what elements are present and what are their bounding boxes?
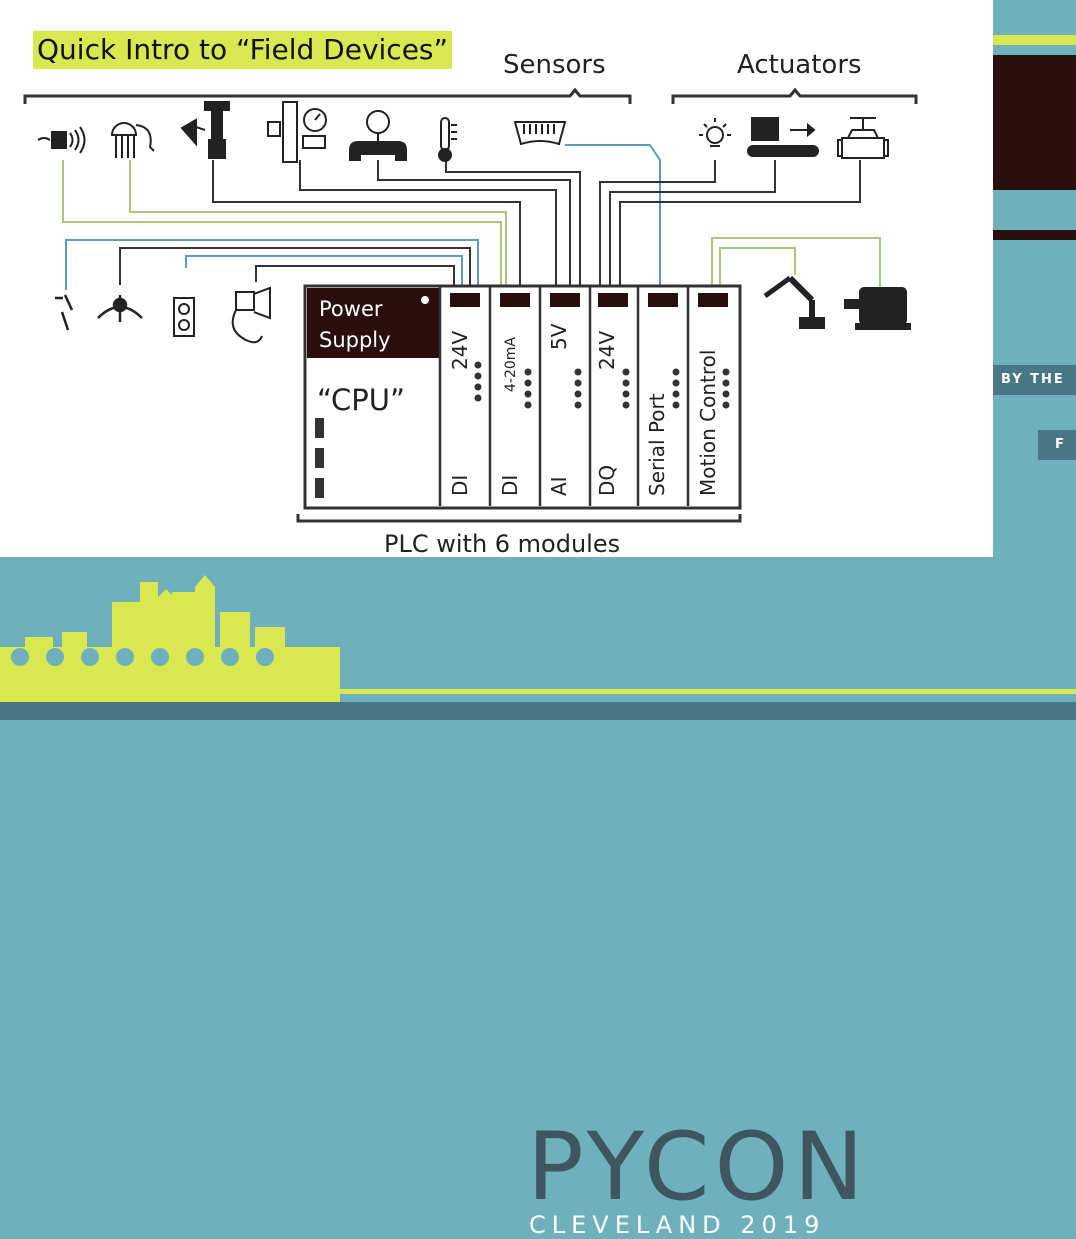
wire [255,265,455,292]
selector-icon [97,295,143,322]
plc-diagram: Sensors Actuators Power Supply “CPU” PLC… [23,50,918,557]
module-led [474,361,482,369]
module-led [474,383,482,391]
module-led [722,379,730,387]
power-supply-line1: Power [319,297,383,321]
conference-banner: PYCON CLEVELAND 2019 [0,557,1076,1239]
proximity-sensor-icon [37,126,86,154]
module-led [622,379,630,387]
wire [119,247,471,292]
module-4-top: 24V [595,331,619,370]
module-led [672,390,680,398]
module-4-bottom: DQ [595,465,619,496]
module-led [622,368,630,376]
wire [299,160,557,292]
module-led [622,401,630,409]
pycon-logo: PYCON [527,1113,869,1222]
wire [129,160,507,292]
valve-icon [837,117,889,159]
power-led [421,296,429,304]
horn-icon [231,286,271,344]
module-3-bottom: AI [547,476,571,496]
wire [445,160,581,292]
module-1-top: 24V [448,331,472,370]
power-supply-line2: Supply [319,328,391,352]
terminal-block [550,293,580,307]
module-6-label: Motion Control [696,350,720,496]
barcode-scanner-icon [513,121,567,146]
humidity-sensor-icon [110,122,155,158]
module-1-bottom: DI [448,475,472,496]
terminal-block [698,293,728,307]
wire [711,237,881,292]
light-icon [699,118,731,147]
module-led [524,368,532,376]
plc-brace [296,514,742,523]
module-2-top: 4-20mA [503,337,519,392]
cpu-slots [315,418,324,498]
module-led [524,379,532,387]
sensors-label: Sensors [503,50,606,80]
terminal-block [500,293,530,307]
actuators-label: Actuators [737,50,862,80]
module-led [722,401,730,409]
wire [599,160,716,292]
power-supply-block [307,288,439,358]
module-led [672,401,680,409]
flow-meter-icon [267,101,327,163]
pressure-gauge-icon [349,110,407,161]
sensors-brace [23,87,632,104]
sidebar-decoration: BY THE F [993,0,1076,557]
motor-icon [844,287,911,330]
wire [619,160,861,292]
push-button-icon [173,297,195,337]
slide: Sensors Actuators Power Supply “CPU” PLC… [0,0,993,557]
conveyor-icon [747,117,819,157]
event-subtitle: CLEVELAND 2019 [529,1211,826,1239]
wire [719,247,796,292]
sidebar-text-2: F [1055,437,1066,452]
module-led [524,401,532,409]
wire [609,160,776,292]
actuators-brace [671,87,918,104]
wire [65,239,479,292]
wire [212,160,521,292]
sidebar-text-1: BY THE [1001,372,1065,387]
module-led [574,390,582,398]
robot-arm-icon [763,275,825,329]
module-led [574,368,582,376]
module-led [672,379,680,387]
module-led [474,394,482,402]
module-2-bottom: DI [498,475,522,496]
cpu-label: “CPU” [317,383,405,417]
plc-caption: PLC with 6 modules [384,530,620,557]
slide-title: Quick Intro to “Field Devices” [33,31,453,69]
switch-icon [55,294,74,331]
module-led [722,390,730,398]
terminal-block [648,293,678,307]
terminal-block [450,293,480,307]
module-led [672,368,680,376]
cleveland-skyline [0,575,1076,720]
module-led [574,379,582,387]
module-led [474,372,482,380]
thermometer-icon [438,117,457,162]
module-led [622,390,630,398]
wire [377,160,571,292]
wind-sensor-icon [180,101,230,159]
terminal-block [598,293,628,307]
wire [185,255,463,292]
module-3-top: 5V [547,323,571,350]
module-led [722,368,730,376]
wire [565,144,661,292]
module-led [574,401,582,409]
module-led [524,390,532,398]
module-5-label: Serial Port [645,393,669,496]
wire [62,160,502,292]
